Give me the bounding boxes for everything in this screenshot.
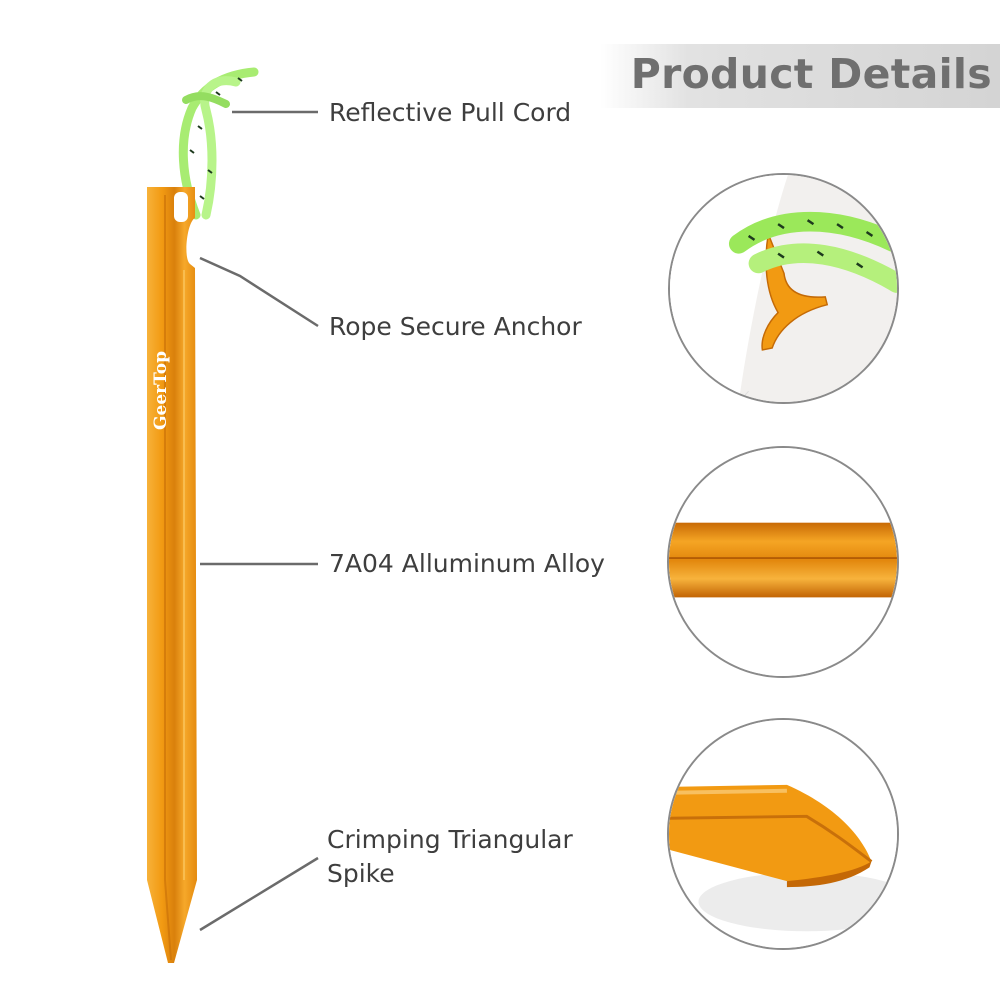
spike-tip-icon: [669, 720, 897, 948]
detail-circle-alloy: [667, 446, 899, 678]
callout-rope-secure-anchor: Rope Secure Anchor: [329, 312, 582, 341]
tent-stake-icon: GeerTop: [147, 187, 197, 963]
anchor-hook-icon: [670, 175, 897, 402]
detail-circle-anchor: [668, 173, 899, 404]
callout-triangular-spike: Crimping Triangular Spike: [327, 825, 573, 888]
pull-cord-icon: [178, 67, 259, 220]
leader-line-anchor: [199, 256, 319, 328]
alloy-tube-icon: [669, 448, 897, 676]
product-details-banner: Product Details: [600, 44, 1000, 108]
detail-circle-spike: [667, 718, 899, 950]
callout-reflective-pull-cord: Reflective Pull Cord: [329, 98, 572, 127]
page-title: Product Details: [630, 50, 992, 98]
callout-aluminum-alloy: 7A04 Alluminum Alloy: [329, 549, 605, 578]
leader-line-spike: [199, 856, 319, 932]
brand-logo: GeerTop: [151, 351, 171, 430]
leader-lines: [199, 110, 319, 932]
